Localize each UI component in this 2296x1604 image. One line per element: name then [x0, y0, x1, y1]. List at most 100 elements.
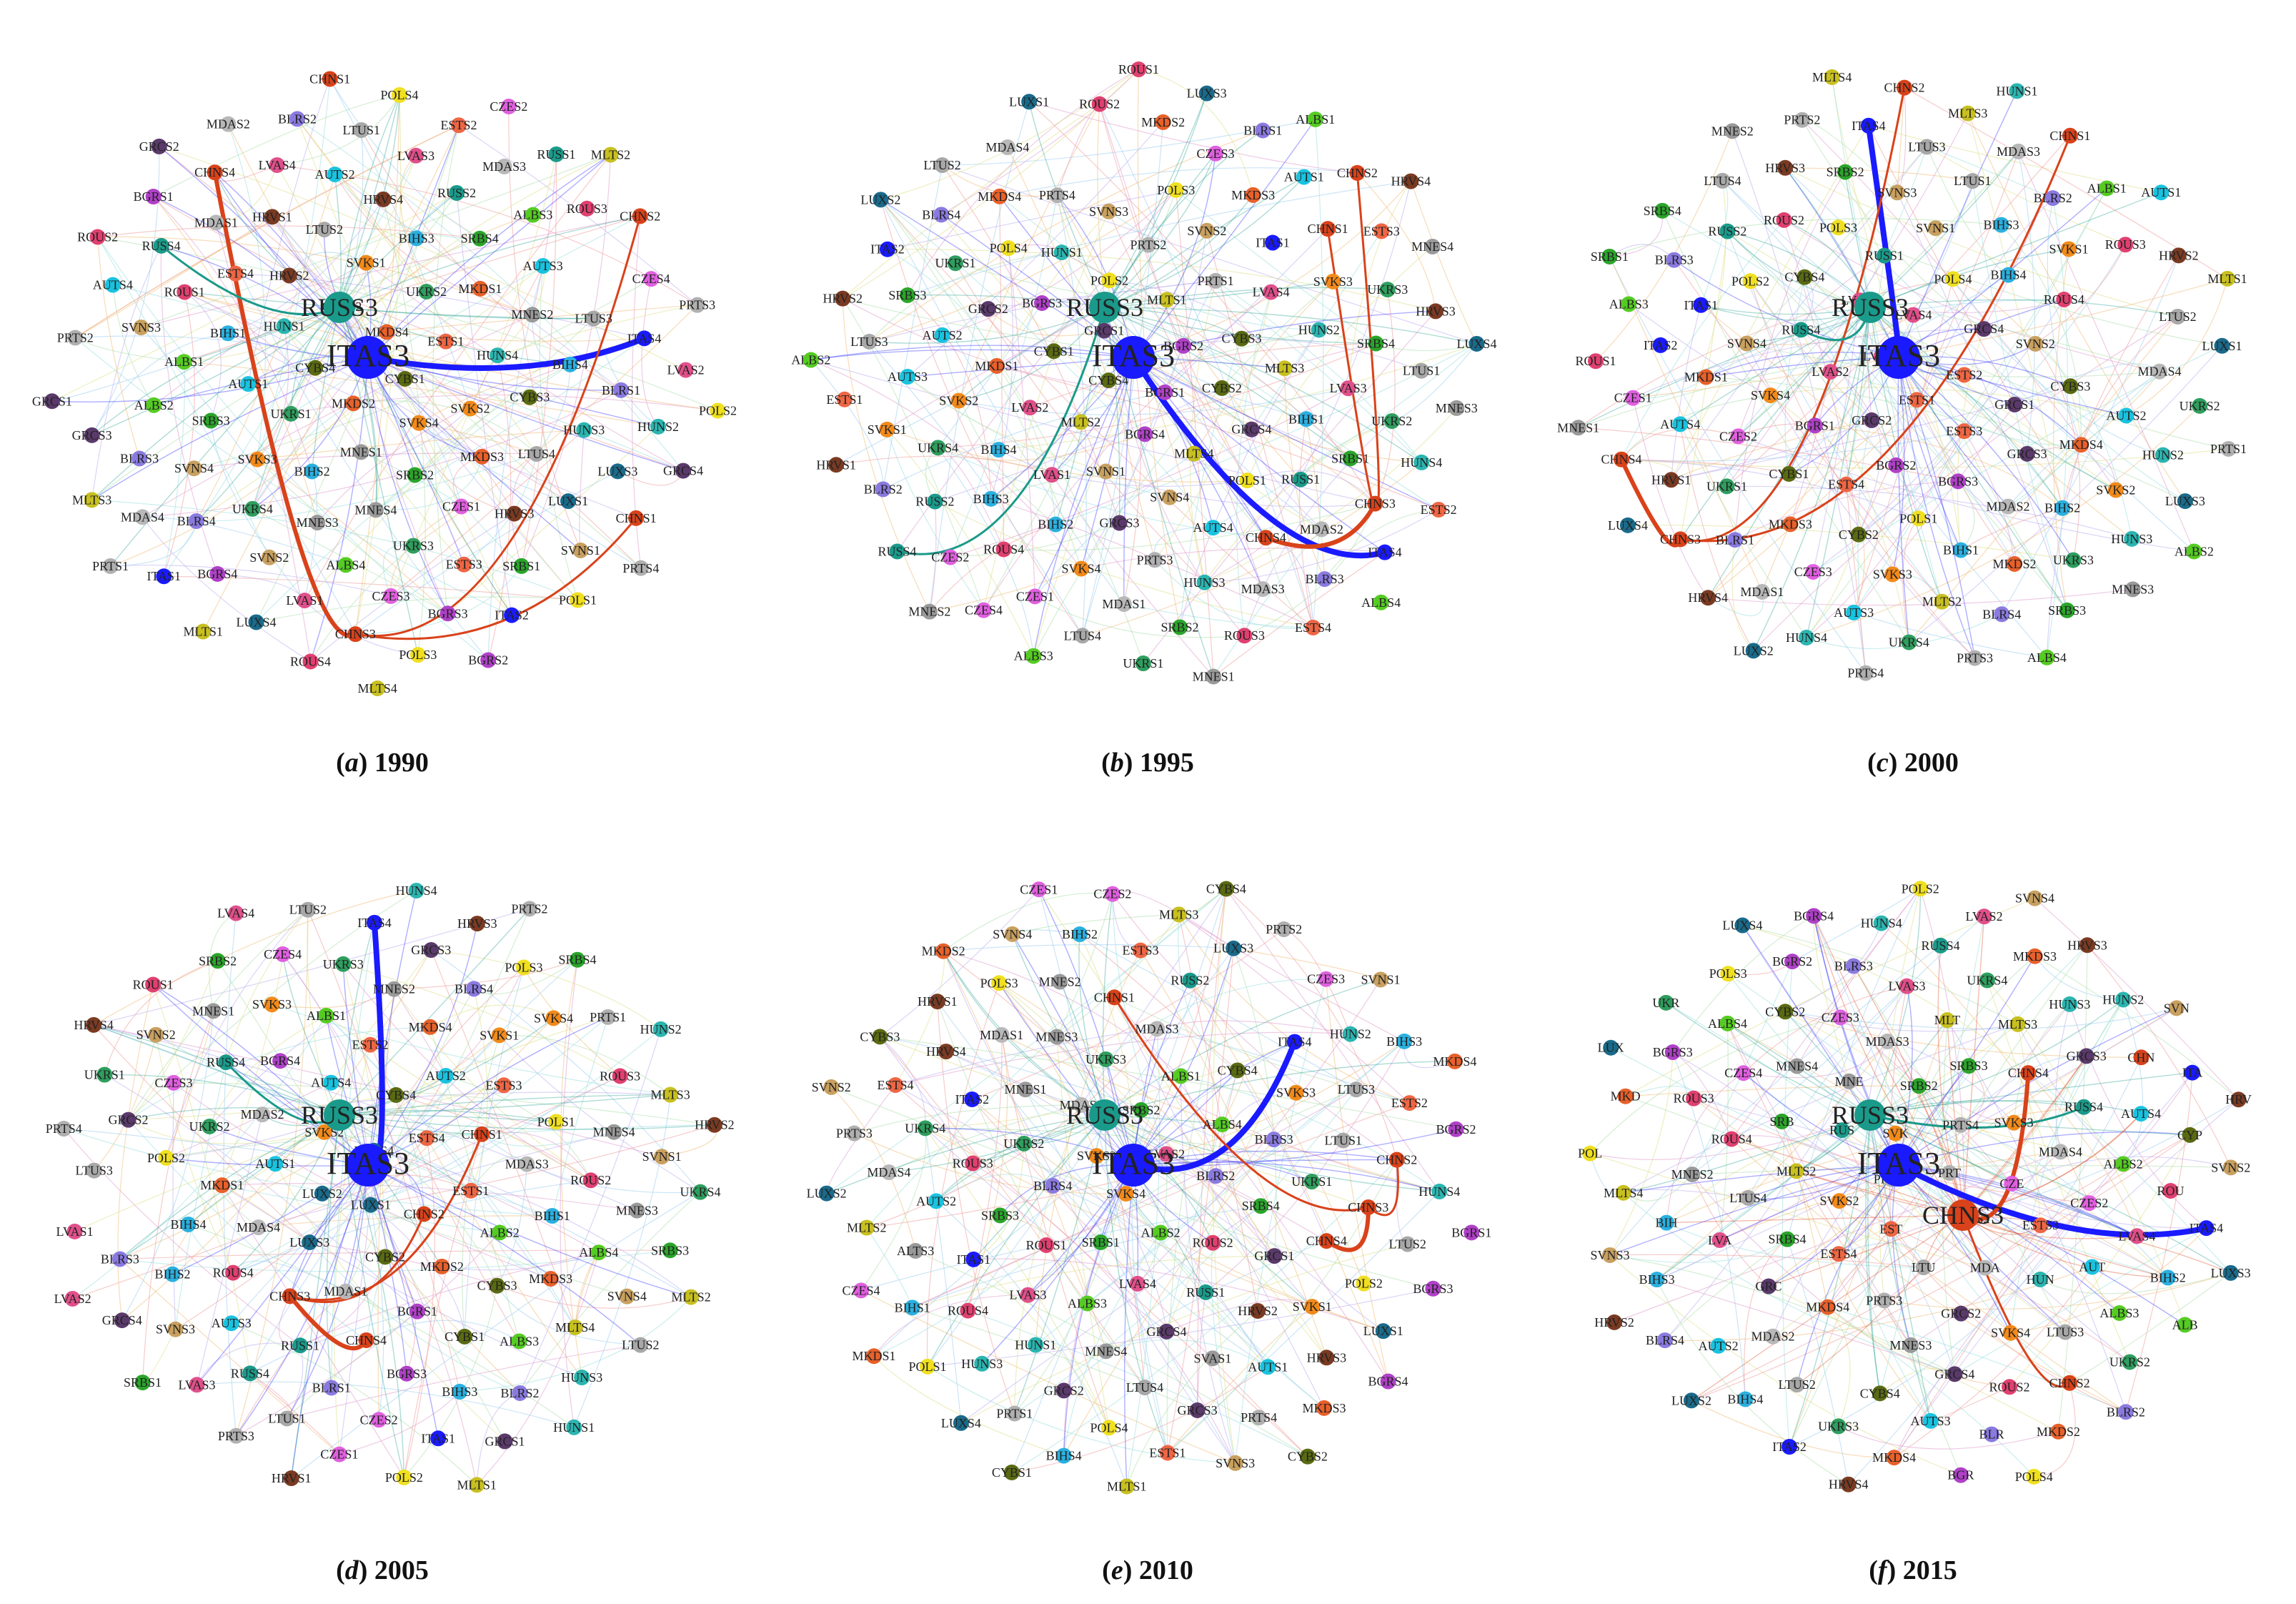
network-edge	[1226, 888, 1440, 1192]
network-edge	[1051, 474, 1214, 678]
network-node	[353, 444, 369, 460]
node-label: GRC	[1755, 1279, 1781, 1294]
network-node	[1582, 1145, 1599, 1162]
network-edge	[971, 929, 1285, 1100]
network-edge	[1063, 1139, 1275, 1457]
network-edge	[1800, 329, 1910, 643]
network-node	[1208, 1168, 1224, 1184]
strong-edge	[354, 214, 642, 638]
node-label: LVAS3	[1330, 381, 1367, 395]
node-label: LVAS1	[56, 1224, 94, 1239]
hub-edge	[367, 357, 464, 565]
node-label: ITAS3	[327, 338, 409, 373]
network-node	[710, 402, 726, 419]
hub-edge	[1898, 357, 2127, 417]
network-node	[1788, 1163, 1804, 1179]
network-edge	[1123, 357, 1142, 605]
node-label: PRTS4	[622, 561, 659, 575]
hub-edge	[1898, 1164, 2138, 1237]
network-node	[1947, 1366, 1963, 1382]
network-node	[120, 1112, 136, 1128]
hub-edge	[1133, 1129, 1457, 1167]
network-node	[1342, 1026, 1358, 1042]
network-node	[2219, 270, 2235, 287]
node-label: SVKS1	[868, 422, 907, 437]
network-node	[574, 1370, 590, 1386]
node-label: LVAS3	[178, 1377, 215, 1392]
node-label: HUNS3	[2111, 532, 2152, 546]
network-node	[2117, 237, 2134, 253]
network-edge	[879, 1036, 1457, 1130]
node-label: BLRS4	[1646, 1333, 1684, 1347]
caption-2015: (f) 2015	[1869, 1555, 1957, 1585]
hub-edge	[1133, 1159, 1398, 1166]
network-node	[836, 391, 853, 407]
node-label: UKRS3	[393, 539, 434, 553]
network-node	[1784, 954, 1801, 970]
network-node	[872, 1029, 888, 1045]
edge-layer	[1589, 888, 2240, 1485]
network-edge	[393, 989, 592, 1181]
hub-edge	[1898, 985, 1913, 1166]
network-graph-2000: ESTS1LVAS1ESTS2GRCS2LVAS4ESTS3LVAS2GRCS4…	[1557, 69, 2247, 681]
network-edge	[1028, 101, 1376, 505]
network-edge	[1193, 281, 1334, 455]
network-node	[1373, 594, 1389, 610]
network-edge	[91, 499, 579, 601]
node-label: MLTS1	[1147, 292, 1186, 307]
network-node	[469, 1477, 485, 1493]
network-edge	[1284, 342, 1377, 369]
network-edge	[1926, 146, 2009, 276]
node-label: BGRS2	[1436, 1122, 1476, 1137]
hub-edge	[1898, 356, 2072, 387]
node-label: LTUS4	[1064, 628, 1101, 643]
node-label: SVNS2	[249, 550, 289, 565]
network-node	[2122, 1354, 2138, 1370]
node-label: MNES2	[1039, 975, 1081, 989]
node-label: ROUS3	[1224, 628, 1265, 643]
node-label: HRVS4	[74, 1018, 114, 1032]
network-node	[133, 320, 149, 336]
network-edge	[1814, 425, 2063, 509]
network-node	[1089, 292, 1120, 323]
network-node	[2230, 1091, 2247, 1108]
node-label: CZES4	[843, 1283, 880, 1297]
network-node	[1745, 643, 1761, 659]
network-node	[1133, 942, 1149, 959]
network-edge	[943, 892, 1113, 952]
hub-edge	[252, 307, 340, 510]
network-graph-2010: SVKS4LVAS2ALBS2SVKS2BLRS2SRBS1SRBS2ROUS2…	[807, 881, 1491, 1495]
network-edge	[370, 1017, 555, 1206]
network-node	[2009, 1016, 2026, 1032]
network-node	[974, 1355, 990, 1372]
hub-edge	[1104, 287, 1388, 308]
hub-edge	[326, 1114, 340, 1389]
network-node	[228, 1427, 244, 1444]
network-edge	[354, 470, 618, 635]
network-edge	[1203, 509, 1439, 583]
node-label: CHNS3	[1922, 1201, 2004, 1229]
network-node	[1934, 593, 1950, 610]
network-edge	[895, 951, 945, 1086]
hub-edge	[925, 1127, 1134, 1166]
hub-edge	[93, 1024, 340, 1116]
node-label: ROUS3	[600, 1069, 640, 1083]
network-edge	[990, 498, 1314, 628]
hub-edge	[196, 307, 340, 522]
network-node	[887, 1077, 903, 1094]
network-edge	[942, 119, 1316, 166]
network-edge	[91, 291, 427, 501]
hub-edge	[1133, 357, 1267, 538]
network-edge	[1180, 1075, 1236, 1464]
network-edge	[1837, 227, 2223, 347]
network-edge	[1679, 423, 1807, 638]
strong-edge	[1130, 1039, 1298, 1173]
network-node	[335, 956, 352, 972]
network-node	[1922, 1412, 1939, 1429]
network-node	[1325, 273, 1341, 289]
node-label: GRCS3	[72, 428, 112, 442]
node-label: UKRS1	[1706, 479, 1747, 493]
network-edge	[1954, 1227, 2207, 1375]
network-node	[511, 1333, 527, 1350]
hub-edge	[1133, 1159, 1313, 1182]
